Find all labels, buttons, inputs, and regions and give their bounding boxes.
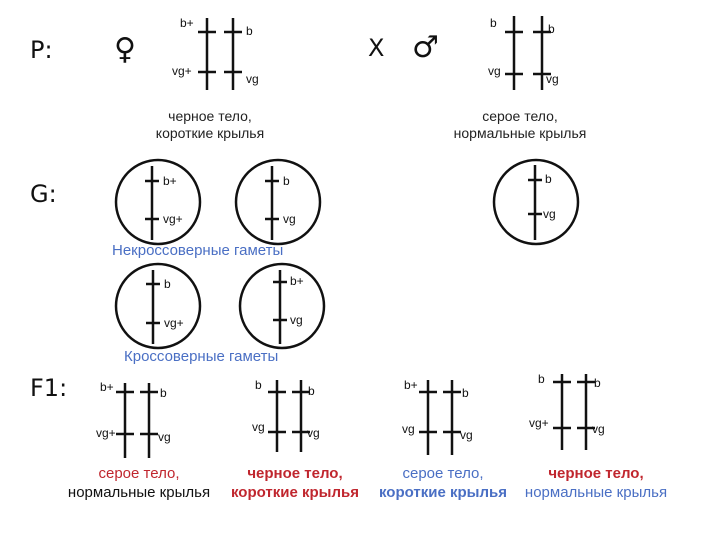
gamete4-gene-vg-rec: vg	[290, 313, 303, 327]
female-chromosome-pair	[198, 18, 242, 90]
male-symbol-icon: ♂	[412, 30, 439, 65]
gamete3-gene-b-rec: b	[164, 277, 171, 291]
f1-4-gene-vg-dom: vg+	[529, 416, 549, 430]
f1-1-phenotype: серое тело, нормальные крылья	[60, 464, 218, 502]
f1-1-gene-b-rec: b	[160, 386, 167, 400]
f1-2-gene-vg-1: vg	[252, 420, 265, 434]
gamete2-gene-vg-rec: vg	[283, 212, 296, 226]
male-gamete-gene-vg: vg	[543, 207, 556, 221]
f1-2-gene-b-1: b	[255, 378, 262, 392]
f1-3-gene-b-rec: b	[462, 386, 469, 400]
gamete4-gene-b-dom: b+	[290, 274, 304, 288]
f1-3-gene-b-dom: b+	[404, 378, 418, 392]
f1-2-gene-b-2: b	[308, 384, 315, 398]
f1-4-gene-vg-rec: vg	[592, 422, 605, 436]
f1-2-gene-vg-2: vg	[307, 426, 320, 440]
female-gene-b-dom: b+	[180, 16, 194, 30]
f1-4-phenotype: черное тело, нормальные крылья	[516, 464, 676, 502]
f1-3-gene-vg-2: vg	[460, 428, 473, 442]
male-gene-b-1: b	[490, 16, 497, 30]
gamete-circle-cross-1	[114, 262, 202, 350]
f1-4-gene-b-2: b	[594, 376, 601, 390]
f1-4-phenotype-body: черное тело,	[548, 465, 644, 482]
f1-2-phenotype-body: черное тело,	[247, 465, 343, 482]
f1-1-gene-vg-dom: vg+	[96, 426, 116, 440]
female-gene-b-rec: b	[246, 24, 253, 38]
female-phenotype: черное тело, короткие крылья	[155, 108, 265, 141]
f1-1-gene-b-dom: b+	[100, 380, 114, 394]
generation-f1-label: F1:	[30, 374, 68, 402]
gamete1-gene-vg-dom: vg+	[163, 212, 183, 226]
noncrossover-gametes-label: Некроссоверные гаметы	[112, 242, 284, 259]
male-phenotype: серое тело, нормальные крылья	[453, 108, 587, 141]
male-gene-vg-1: vg	[488, 64, 501, 78]
female-gene-vg-dom: vg+	[172, 64, 192, 78]
male-chromosome-pair	[505, 16, 551, 90]
gamete2-gene-b-rec: b	[283, 174, 290, 188]
gamete-circle-cross-2	[238, 262, 326, 350]
cross-symbol: X	[368, 34, 385, 62]
generation-p-label: P:	[30, 36, 53, 64]
f1-1-phenotype-body: серое тело,	[98, 465, 180, 482]
gamete-circle-noncross-2	[234, 158, 322, 246]
crossover-gametes-label: Кроссоверные гаметы	[124, 348, 279, 365]
f1-3-phenotype-body: серое тело,	[402, 465, 484, 482]
gamete-circle-noncross-1	[114, 158, 202, 246]
f1-1-gene-vg-rec: vg	[158, 430, 171, 444]
f1-1-phenotype-wings: нормальные крылья	[67, 484, 211, 501]
gamete1-gene-b-dom: b+	[163, 174, 177, 188]
gamete-circle-male	[492, 158, 580, 246]
f1-4-phenotype-wings: нормальные крылья	[524, 484, 668, 501]
f1-2-phenotype-wings: короткие крылья	[231, 484, 359, 501]
gamete3-gene-vg-dom: vg+	[164, 316, 184, 330]
male-gamete-gene-b: b	[545, 172, 552, 186]
male-gene-vg-2: vg	[546, 72, 559, 86]
f1-3-phenotype: серое тело, короткие крылья	[372, 464, 514, 502]
f1-2-phenotype: черное тело, короткие крылья	[224, 464, 366, 502]
f1-3-gene-vg-1: vg	[402, 422, 415, 436]
f1-3-phenotype-wings: короткие крылья	[379, 484, 507, 501]
male-gene-b-2: b	[548, 22, 555, 36]
generation-g-label: G:	[30, 180, 57, 208]
f1-4-gene-b-1: b	[538, 372, 545, 386]
female-gene-vg-rec: vg	[246, 72, 259, 86]
female-symbol-icon: ♀	[114, 32, 136, 67]
